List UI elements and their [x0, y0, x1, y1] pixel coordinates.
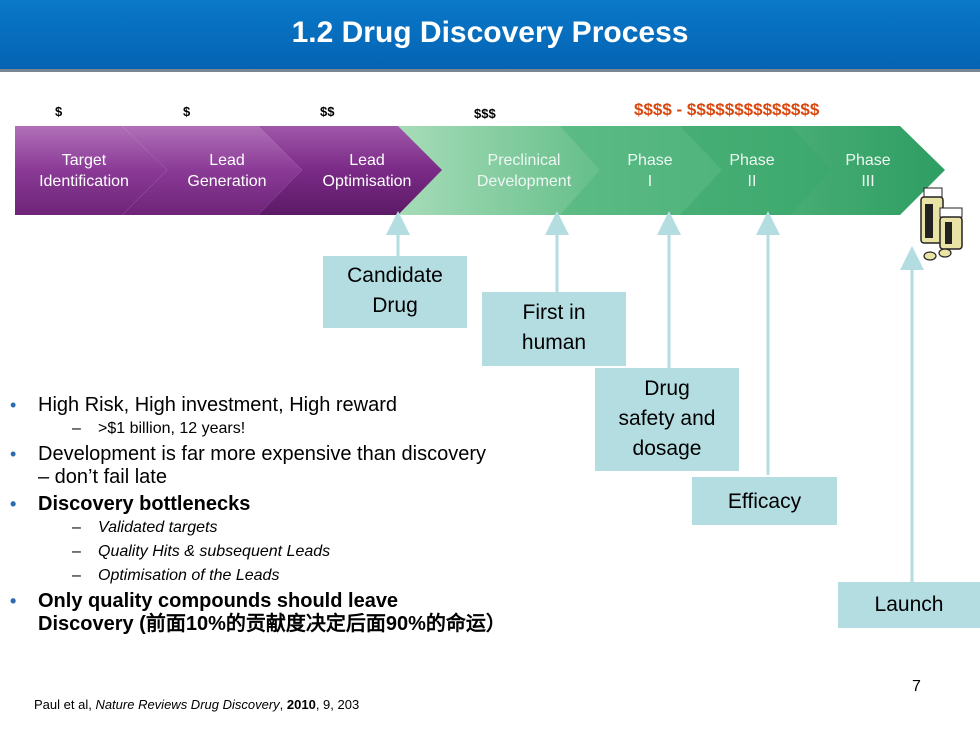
- stage-target-identification: Target Identification: [20, 150, 148, 192]
- stage-label-line2: Identification: [39, 173, 129, 190]
- cost-label-clinical: $$$$ - $$$$$$$$$$$$$$: [634, 100, 820, 119]
- stage-label-line1: Phase: [729, 152, 775, 169]
- stage-label-line1: Lead: [349, 152, 385, 169]
- bullet-item: • Discovery bottlenecks: [8, 493, 608, 516]
- milestone-efficacy: Efficacy: [692, 477, 837, 525]
- milestone-candidate-drug: Candidate Drug: [323, 256, 467, 328]
- milestone-line3: dosage: [632, 437, 702, 460]
- bullet-dot-icon: •: [10, 444, 17, 464]
- bullet-dot-icon: •: [10, 591, 17, 611]
- cost-label-preclinical: $$$: [474, 106, 496, 121]
- bullet-text-line1: Only quality compounds should leave: [38, 590, 399, 612]
- bullet-item: • Development is far more expensive than…: [8, 443, 608, 489]
- sub-bullet-text: Optimisation of the Leads: [98, 567, 280, 584]
- cost-label-lead-opt: $$: [320, 104, 335, 119]
- reference-authors: Paul et al,: [34, 697, 96, 712]
- reference-year: 2010: [286, 697, 316, 712]
- stage-label-line1: Phase: [845, 152, 891, 169]
- stage-lead-optimisation: Lead Optimisation: [306, 150, 428, 192]
- stage-label-line1: Preclinical: [487, 152, 561, 169]
- page-title: 1.2 Drug Discovery Process: [291, 16, 689, 49]
- chevron-phase-1: [560, 126, 722, 215]
- stage-phase-2: Phase II: [714, 150, 790, 192]
- bullet-text: Discovery bottlenecks: [38, 493, 251, 515]
- stage-label-line2: I: [647, 173, 653, 190]
- milestone-label: Efficacy: [727, 490, 802, 513]
- bullet-text: High Risk, High investment, High reward: [38, 394, 398, 416]
- stage-label-line1: Target: [61, 152, 107, 169]
- bullet-text-line2: Discovery (前面10%的贡献度决定后面90%的命运）: [38, 613, 506, 635]
- page-number: 7: [912, 678, 921, 695]
- milestone-label: Launch: [874, 593, 944, 616]
- bullet-item: • Only quality compounds should leave Di…: [8, 590, 608, 636]
- cost-label-target: $: [55, 104, 63, 119]
- milestone-line2: human: [521, 331, 587, 354]
- stage-label-line2: Development: [476, 173, 572, 190]
- medicine-bottles-icon: [920, 187, 963, 261]
- reference-volume: , 9, 203: [315, 697, 360, 712]
- sub-bullet-text: Quality Hits & subsequent Leads: [98, 543, 331, 560]
- bullet-text-line1: Development is far more expensive than d…: [38, 443, 486, 465]
- milestone-line2: safety and: [618, 407, 716, 430]
- stage-preclinical-development: Preclinical Development: [456, 150, 592, 192]
- bullet-list: • High Risk, High investment, High rewar…: [8, 394, 608, 638]
- chevron-phase-2: [680, 126, 832, 215]
- sub-bullet-item: – Validated targets: [8, 518, 608, 538]
- reference-sep: ,: [279, 697, 287, 712]
- chevron-target-identification: [15, 126, 167, 215]
- chevron-lead-generation: [122, 126, 302, 215]
- dash-icon: –: [72, 543, 81, 560]
- stage-label-line1: Lead: [209, 152, 245, 169]
- bullet-text-line2: – don’t fail late: [38, 466, 167, 488]
- stage-phase-1: Phase I: [612, 150, 688, 192]
- milestone-first-in-human: First in human: [482, 292, 626, 366]
- title-bar: 1.2 Drug Discovery Process: [0, 0, 980, 72]
- sub-bullet-item: – Quality Hits & subsequent Leads: [8, 542, 608, 562]
- stage-label-line2: Generation: [187, 173, 267, 190]
- stage-label-line1: Phase: [627, 152, 673, 169]
- bullet-dot-icon: •: [10, 494, 17, 514]
- stage-phase-3: Phase III: [830, 150, 906, 192]
- dash-icon: –: [72, 420, 81, 437]
- milestone-line1: Candidate: [347, 264, 443, 287]
- sub-bullet-text: Validated targets: [98, 519, 218, 536]
- dash-icon: –: [72, 519, 81, 536]
- dash-icon: –: [72, 567, 81, 584]
- milestone-line1: First in: [522, 301, 586, 324]
- chevron-lead-optimisation: [258, 126, 442, 215]
- sub-bullet-item: – Optimisation of the Leads: [8, 566, 608, 586]
- milestone-line2: Drug: [372, 294, 418, 317]
- sub-bullet-text: >$1 billion, 12 years!: [98, 420, 246, 437]
- bullet-item: • High Risk, High investment, High rewar…: [8, 394, 608, 417]
- bullet-dot-icon: •: [10, 395, 17, 415]
- milestone-line1: Drug: [644, 377, 690, 400]
- milestone-drug-safety-dosage: Drug safety and dosage: [595, 368, 739, 471]
- reference-journal: Nature Reviews Drug Discovery: [95, 697, 280, 712]
- stage-label-line2: II: [747, 173, 757, 190]
- cost-label-lead-gen: $: [183, 104, 191, 119]
- stage-lead-generation: Lead Generation: [168, 150, 286, 192]
- stage-label-line2: Optimisation: [322, 173, 412, 190]
- milestone-launch: Launch: [838, 582, 980, 628]
- stage-label-line2: III: [861, 173, 875, 190]
- sub-bullet-item: – >$1 billion, 12 years!: [8, 419, 608, 439]
- reference-citation: Paul et al, Nature Reviews Drug Discover…: [34, 697, 359, 712]
